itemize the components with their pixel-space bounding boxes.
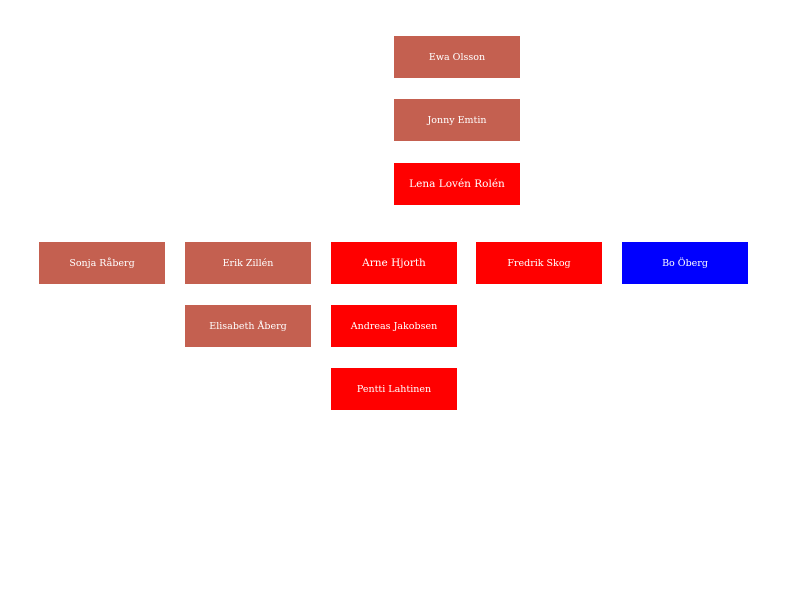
- node-erik-zillen: Erik Zillén: [185, 242, 311, 284]
- node-label: Bo Öberg: [662, 257, 708, 269]
- node-sonja-raberg: Sonja Råberg: [39, 242, 165, 284]
- node-andreas-jakobsen: Andreas Jakobsen: [331, 305, 457, 347]
- node-label: Jonny Emtin: [427, 114, 487, 126]
- node-arne-hjorth: Arne Hjorth: [331, 242, 457, 284]
- node-jonny-emtin: Jonny Emtin: [394, 99, 520, 141]
- node-label: Lena Lovén Rolén: [409, 178, 505, 190]
- node-label: Ewa Olsson: [428, 51, 486, 63]
- node-pentti-lahtinen: Pentti Lahtinen: [331, 368, 457, 410]
- node-label: Elisabeth Åberg: [209, 320, 287, 332]
- node-fredrik-skog: Fredrik Skog: [476, 242, 602, 284]
- node-label: Fredrik Skog: [507, 257, 571, 269]
- node-ewa-olsson: Ewa Olsson: [394, 36, 520, 78]
- node-label: Andreas Jakobsen: [350, 320, 438, 332]
- node-label: Pentti Lahtinen: [356, 383, 432, 395]
- node-elisabeth-aberg: Elisabeth Åberg: [185, 305, 311, 347]
- node-label: Arne Hjorth: [362, 257, 426, 269]
- node-bo-oberg: Bo Öberg: [622, 242, 748, 284]
- node-label: Sonja Råberg: [69, 257, 135, 269]
- node-lena-loven-rolen: Lena Lovén Rolén: [394, 163, 520, 205]
- node-label: Erik Zillén: [222, 257, 274, 269]
